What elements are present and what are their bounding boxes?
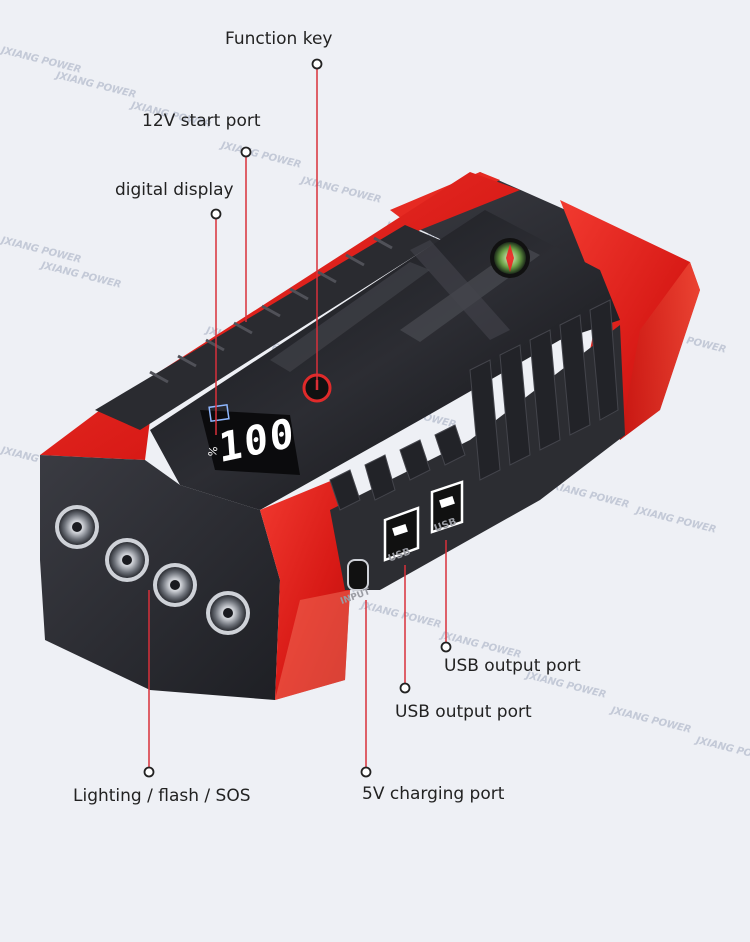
display-unit: %: [205, 445, 221, 458]
usb-port-lower: [383, 506, 420, 562]
callout-dots: [143, 58, 452, 778]
label-start-port: 12V start port: [142, 111, 261, 131]
usb-port-upper: [430, 480, 464, 534]
callout-lines: [148, 69, 447, 767]
top-ribs: [149, 236, 393, 384]
label-usb-output-1: USB output port: [444, 656, 581, 676]
label-lighting: Lighting / flash / SOS: [73, 786, 251, 806]
label-function-key: Function key: [225, 29, 333, 49]
label-usb-output-2: USB output port: [395, 702, 532, 722]
side-ribs: [329, 299, 619, 511]
input-port: [347, 559, 369, 591]
led-lights: [55, 505, 250, 635]
label-digital-display: digital display: [115, 180, 234, 200]
label-charging-port: 5V charging port: [362, 784, 505, 804]
